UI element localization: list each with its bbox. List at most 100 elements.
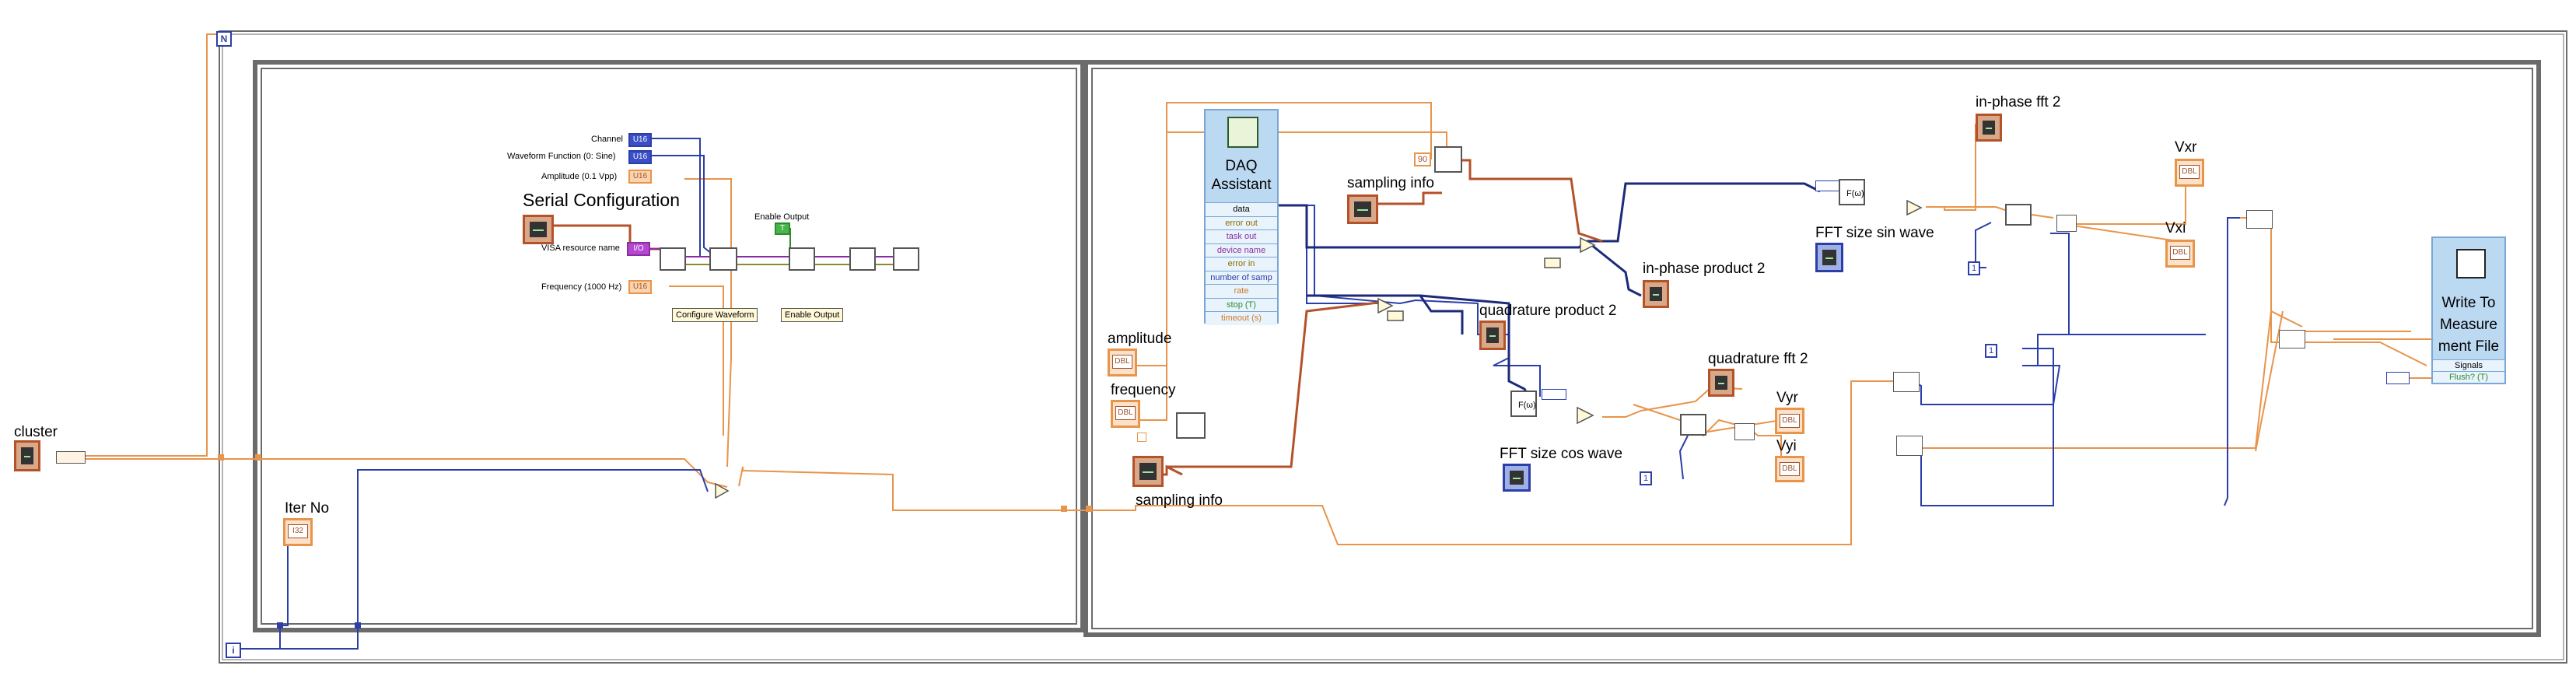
configure-waveform-button[interactable]: Configure Waveform (672, 308, 758, 322)
frequency-control-right[interactable]: DBL (1111, 400, 1140, 428)
vxr-label: Vxr (2175, 139, 2197, 156)
fft-sin-node: F(ω) (1839, 179, 1865, 205)
frequency-control[interactable]: U16 (628, 280, 652, 294)
index-array-cos[interactable] (1734, 423, 1755, 440)
complex-to-re-im-cos[interactable] (1680, 414, 1706, 436)
in-phase-fft-label: in-phase fft 2 (1976, 94, 2061, 110)
error-handler-node[interactable] (893, 247, 919, 271)
daq-terminal-timeout[interactable]: timeout (s) (1206, 311, 1277, 325)
enable-output-constant[interactable]: T (775, 222, 790, 235)
visa-close-node[interactable] (849, 247, 876, 271)
unbundle-node[interactable] (56, 451, 86, 464)
daq-terminal-stop[interactable]: stop (T) (1206, 297, 1277, 311)
amplitude-control-right[interactable]: DBL (1108, 348, 1137, 377)
constant-90[interactable]: 90 (1414, 152, 1431, 166)
build-array-y2[interactable] (1896, 436, 1923, 456)
write-terminal-signals[interactable]: Signals (2433, 359, 2504, 371)
cluster-control[interactable] (14, 440, 40, 471)
visa-initialize-node[interactable] (660, 247, 686, 271)
frequency-type: DBL (1115, 406, 1136, 420)
for-loop-frame (219, 30, 2567, 664)
loop-index-terminal: i (226, 643, 241, 658)
sampling-info-label-lower: sampling info (1136, 492, 1223, 509)
fft-cos-node: F(ω) (1510, 391, 1537, 417)
fft-size-cos-control[interactable] (1503, 464, 1531, 492)
daq-terminal-device-name[interactable]: device name (1206, 243, 1277, 257)
channel-label: Channel (591, 135, 623, 144)
sampling-info-control-lower[interactable] (1132, 456, 1164, 487)
channel-control[interactable]: U16 (628, 133, 652, 147)
merge-signals-node[interactable] (2279, 330, 2305, 348)
serial-configuration-title: Serial Configuration (523, 190, 681, 210)
quadrature-product-graph (1479, 320, 1506, 350)
fft-cos-symbol: F(ω) (1518, 401, 1536, 410)
waveform-function-control[interactable]: U16 (628, 150, 652, 164)
daq-terminal-task-out[interactable]: task out (1206, 229, 1277, 243)
vyi-indicator: DBL (1775, 456, 1804, 482)
vxi-indicator: DBL (2165, 240, 2195, 268)
daq-title-2: Assistant (1211, 177, 1272, 193)
vxi-type: DBL (2170, 246, 2190, 260)
vxr-type: DBL (2179, 165, 2200, 179)
daq-terminal-number-of-samples[interactable]: number of samp (1206, 270, 1277, 284)
cosine-waveform-node[interactable] (1434, 146, 1462, 173)
const-1-third[interactable]: 1 (1985, 344, 1997, 358)
array-subset-sin[interactable] (1815, 180, 1842, 191)
in-phase-product-label: in-phase product 2 (1643, 261, 1766, 277)
build-array-y1[interactable] (1893, 372, 1920, 392)
vyi-type: DBL (1780, 462, 1800, 476)
waveform-function-label: Waveform Function (0: Sine) (507, 152, 616, 161)
amplitude-label-right: amplitude (1108, 331, 1172, 347)
visa-resource-control[interactable]: I/O (627, 242, 650, 256)
quadrature-fft-graph (1708, 369, 1734, 397)
fft-size-cos-label: FFT size cos wave (1500, 446, 1623, 462)
iter-no-type: I32 (288, 524, 308, 538)
iter-no-label: Iter No (285, 500, 330, 517)
fft-size-sin-label: FFT size sin wave (1815, 225, 1934, 241)
in-phase-product-graph (1643, 280, 1669, 308)
sequence-frame-acquisition (1083, 60, 2541, 637)
frequency-label-right: frequency (1111, 382, 1176, 398)
vyr-label: Vyr (1776, 390, 1798, 406)
fft-size-sin-control[interactable] (1815, 243, 1843, 272)
to-dynamic-data[interactable] (2386, 372, 2410, 384)
write-file-icon (2456, 249, 2486, 278)
vxi-label: Vxi (2165, 220, 2186, 236)
write-terminal-flush[interactable]: Flush? (T) (2433, 371, 2504, 383)
vxr-indicator: DBL (2175, 159, 2204, 187)
daq-terminal-error-in[interactable]: error in (1206, 257, 1277, 271)
amplitude-control[interactable]: U16 (628, 170, 652, 184)
enable-output-node[interactable] (789, 247, 815, 271)
configure-waveform-node[interactable] (709, 247, 737, 271)
enable-output-button[interactable]: Enable Output (781, 308, 844, 322)
frequency-label: Frequency (1000 Hz) (541, 282, 622, 292)
quadrature-fft-label: quadrature fft 2 (1708, 351, 1808, 367)
daq-terminal-rate[interactable]: rate (1206, 284, 1277, 298)
array-subset-cos[interactable] (1542, 389, 1566, 400)
sampling-info-control-upper[interactable] (1347, 194, 1378, 224)
enable-output-label: Enable Output (754, 212, 810, 222)
daq-terminal-error-out[interactable]: error out (1206, 215, 1277, 229)
zero-constant[interactable] (1137, 433, 1146, 442)
sine-waveform-node[interactable] (1176, 412, 1206, 439)
const-1-sin[interactable]: 1 (1968, 261, 1980, 275)
build-array-x[interactable] (2246, 210, 2273, 229)
loop-tunnels (218, 454, 1092, 512)
vyr-type: DBL (1780, 414, 1800, 428)
daq-terminal-data[interactable]: data (1206, 202, 1277, 216)
sequence-frame-serial (253, 60, 1085, 632)
write-title-1: Write To (2441, 295, 2496, 311)
const-1-cos[interactable]: 1 (1640, 471, 1652, 485)
index-array-sin[interactable] (2056, 215, 2077, 232)
sampling-info-label-upper: sampling info (1347, 175, 1434, 191)
complex-to-re-im-sin[interactable] (2005, 204, 2032, 226)
loop-count-terminal[interactable]: N (216, 31, 232, 47)
amplitude-label: Amplitude (0.1 Vpp) (541, 172, 618, 181)
cluster-label: cluster (14, 424, 58, 440)
vyi-label: Vyi (1776, 438, 1797, 454)
daq-assistant-icon (1227, 117, 1258, 148)
